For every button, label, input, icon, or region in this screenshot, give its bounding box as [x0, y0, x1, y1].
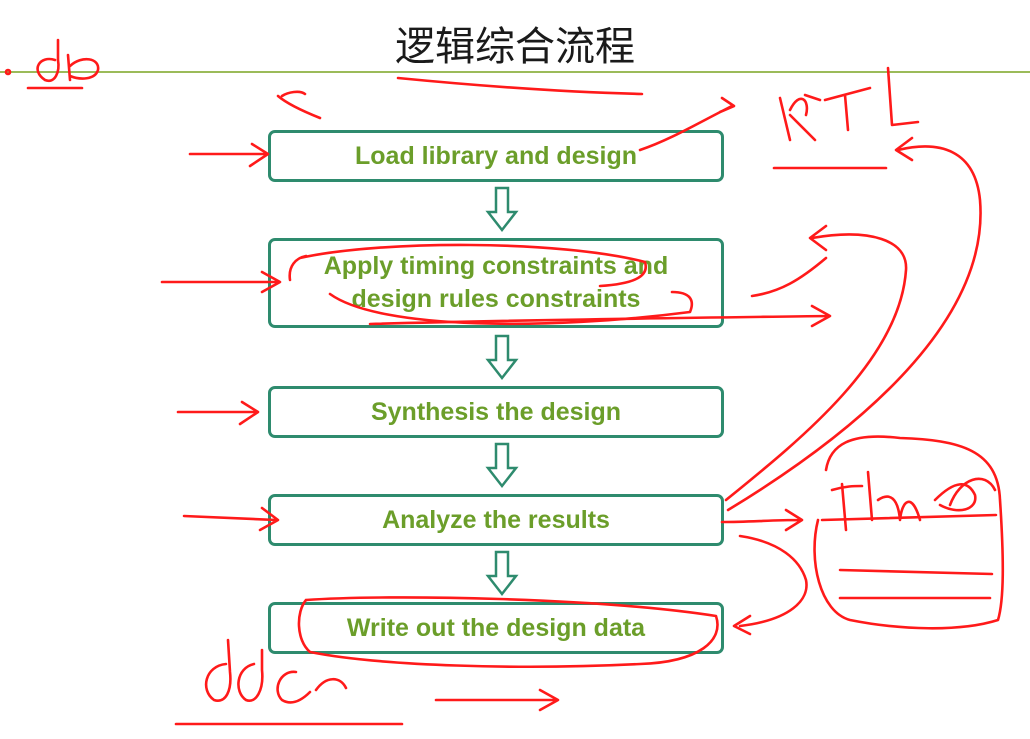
- scribble-db: [36, 38, 100, 83]
- timer-line-2: [838, 568, 994, 576]
- loop-to-constraints: [724, 224, 908, 502]
- arrow-in-2: [160, 270, 282, 294]
- arrow-analyze-out: [720, 508, 804, 532]
- arrow-ddc-out: [434, 688, 560, 712]
- arrow-in-4: [182, 506, 280, 532]
- circle-write: [297, 596, 719, 668]
- step-apply-constraints: Apply timing constraints and design rule…: [268, 238, 724, 328]
- circle-constraints: [288, 243, 694, 326]
- arrow-constraints-out: [368, 304, 832, 328]
- step-write-out: Write out the design data: [268, 602, 724, 654]
- arrow-to-library: [276, 90, 322, 120]
- arrow-in-3: [176, 400, 260, 426]
- arrow-constraints-right: [750, 256, 828, 298]
- step-load-library: Load library and design: [268, 130, 724, 182]
- scribble-rtl: [778, 66, 920, 142]
- down-arrow-icon: [485, 550, 519, 597]
- timer-box: [813, 435, 1005, 630]
- scribble-ddc: [204, 638, 348, 704]
- down-arrow-icon: [485, 334, 519, 381]
- scribble-top-curve: [396, 76, 644, 96]
- step-synthesis: Synthesis the design: [268, 386, 724, 438]
- slide-title: 逻辑综合流程: [395, 24, 635, 70]
- loop-to-write: [732, 534, 808, 636]
- loop-to-rtl: [726, 136, 982, 512]
- step-analyze: Analyze the results: [268, 494, 724, 546]
- down-arrow-icon: [485, 186, 519, 233]
- title-underline: [0, 71, 1030, 73]
- scribble-dot: [4, 68, 12, 76]
- arrow-in-1: [188, 142, 270, 168]
- down-arrow-icon: [485, 442, 519, 489]
- scribble-timer: [830, 470, 997, 532]
- timer-line-1: [820, 513, 998, 522]
- arrow-design-to-rtl: [638, 96, 736, 152]
